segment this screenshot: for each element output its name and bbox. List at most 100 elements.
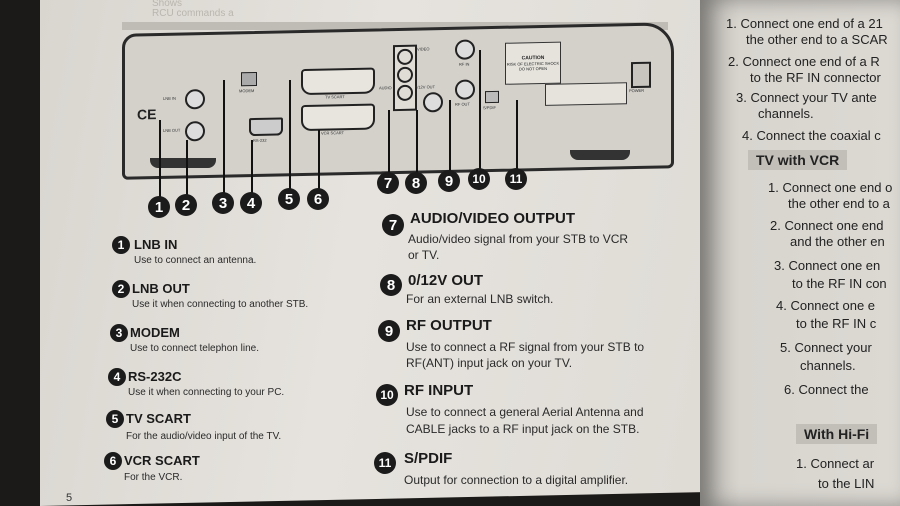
audio-panel-label: AUDIO xyxy=(379,85,392,91)
item-title-vcr-scart: VCR SCART xyxy=(124,453,200,468)
diagram-badge-6: 6 xyxy=(307,188,329,210)
diagram-badge-10: 10 xyxy=(468,168,490,190)
caution-label-icon: CAUTION RISK OF ELECTRIC SHOCK DO NOT OP… xyxy=(505,41,561,85)
power-spec-label xyxy=(545,82,627,106)
leader-line-6 xyxy=(318,130,320,190)
12v-out-panel-label: 0/12V OUT xyxy=(415,84,436,90)
spdif-panel-label: S/PDIF xyxy=(483,104,496,111)
device-foot-left xyxy=(150,158,216,168)
item-badge-2: 2 xyxy=(112,280,130,298)
item-title-lnb-in: LNB IN xyxy=(134,237,178,252)
rs232-port-icon xyxy=(249,117,283,137)
manual-right-page xyxy=(700,0,900,506)
12v-out-port-icon xyxy=(423,92,443,113)
power-panel-label: POWER xyxy=(629,87,645,94)
rp-vcr-line-10: channels. xyxy=(800,358,856,373)
item-desc-vcr-scart: For the VCR. xyxy=(124,472,183,483)
leader-line-7 xyxy=(388,110,390,176)
item-desc-rf-output-1: Use to connect a RF signal from your STB… xyxy=(406,340,645,354)
leader-line-3 xyxy=(223,80,225,194)
power-switch-icon xyxy=(631,61,651,89)
item-desc-tv-scart: For the audio/video input of the TV. xyxy=(126,431,282,442)
rp-vcr-line-11: 6. Connect the xyxy=(784,382,869,397)
item-desc-modem: Use to connect telephon line. xyxy=(130,343,259,354)
rp-vcr-line-4: and the other en xyxy=(790,234,885,249)
modem-port-icon xyxy=(241,71,257,87)
diagram-badge-2: 2 xyxy=(175,194,197,216)
item-title-lnb-out: LNB OUT xyxy=(132,281,190,296)
rp-vcr-line-5: 3. Connect one en xyxy=(774,258,881,273)
leader-line-2 xyxy=(186,140,188,196)
lnb-in-port-icon xyxy=(185,89,205,110)
vcr-scart-panel-label: VCR SCART xyxy=(321,130,345,136)
rp-vcr-line-6: to the RF IN con xyxy=(792,276,887,291)
item-title-rs232c: RS-232C xyxy=(128,369,182,384)
rp-vcr-line-3: 2. Connect one end xyxy=(770,218,884,233)
device-foot-right xyxy=(570,150,630,160)
faded-top-text-1: Shows xyxy=(152,0,183,9)
lnb-out-port-icon xyxy=(185,121,205,142)
rf-in-port-icon xyxy=(455,39,475,60)
leader-line-8 xyxy=(416,110,418,174)
spdif-port-icon xyxy=(485,90,499,104)
item-desc-av-output-2: or TV. xyxy=(408,248,440,262)
vcr-scart-port-icon xyxy=(301,103,375,132)
rf-out-panel-label: RF OUT xyxy=(455,101,470,107)
diagram-badge-5: 5 xyxy=(278,188,300,210)
item-desc-rf-output-2: RF(ANT) input jack on your TV. xyxy=(406,356,573,370)
item-desc-12v-out: For an external LNB switch. xyxy=(406,292,554,306)
item-desc-spdif: Output for connection to a digital ampli… xyxy=(404,473,629,487)
rp-section-tv-vcr: TV with VCR xyxy=(748,150,848,170)
rf-out-port-icon xyxy=(455,79,475,100)
diagram-badge-4: 4 xyxy=(240,192,262,214)
item-title-tv-scart: TV SCART xyxy=(126,411,191,426)
item-desc-rf-input-1: Use to connect a general Aerial Antenna … xyxy=(406,405,644,419)
rp-vcr-line-7: 4. Connect one e xyxy=(776,298,876,313)
leader-line-10 xyxy=(479,50,481,172)
leader-line-9 xyxy=(449,100,451,174)
lnb-out-panel-label: LNB OUT xyxy=(163,127,181,133)
rp-vcr-line-8: to the RF IN c xyxy=(796,316,877,331)
item-badge-1: 1 xyxy=(112,236,130,254)
diagram-badge-3: 3 xyxy=(212,192,234,214)
device-top-edge xyxy=(122,22,668,30)
item-title-spdif: S/PDIF xyxy=(404,450,453,467)
rs232-panel-label: RS-232 xyxy=(253,137,267,144)
item-title-rf-input: RF INPUT xyxy=(404,382,474,399)
rp-hifi-line-1: 1. Connect ar xyxy=(796,456,875,471)
item-badge-7: 7 xyxy=(382,214,404,236)
item-badge-11: 11 xyxy=(374,452,396,474)
item-badge-3: 3 xyxy=(110,324,128,342)
video-panel-label: VIDEO xyxy=(417,46,430,52)
tv-scart-panel-label: TV SCART xyxy=(325,94,345,100)
item-badge-10: 10 xyxy=(376,384,398,406)
lnb-in-panel-label: LNB IN xyxy=(163,95,176,101)
tv-scart-port-icon xyxy=(301,67,375,96)
item-desc-av-output-1: Audio/video signal from your STB to VCR xyxy=(408,232,629,246)
item-badge-4: 4 xyxy=(108,368,126,386)
rp-top-line-2: the other end to a SCAR xyxy=(746,32,888,47)
rp-section-hifi: With Hi-Fi xyxy=(796,424,878,444)
caution-text: RISK OF ELECTRIC SHOCK DO NOT OPEN xyxy=(506,60,560,72)
leader-line-5 xyxy=(289,80,291,190)
item-badge-8: 8 xyxy=(380,274,402,296)
rp-top-line-4: to the RF IN connector xyxy=(750,70,881,85)
diagram-badge-8: 8 xyxy=(405,172,427,194)
item-desc-rs232c: Use it when connecting to your PC. xyxy=(128,387,285,398)
item-title-rf-output: RF OUTPUT xyxy=(406,317,492,334)
rca-av-output-icon xyxy=(393,44,417,112)
item-desc-lnb-out: Use it when connecting to another STB. xyxy=(132,299,309,310)
item-desc-rf-input-2: CABLE jacks to a RF input jack on the ST… xyxy=(406,422,640,436)
item-badge-9: 9 xyxy=(378,320,400,342)
diagram-badge-7: 7 xyxy=(377,172,399,194)
item-desc-lnb-in: Use to connect an antenna. xyxy=(134,255,257,266)
rp-top-line-6: channels. xyxy=(758,106,814,121)
item-title-12v-out: 0/12V OUT xyxy=(408,272,484,289)
item-badge-6: 6 xyxy=(104,452,122,470)
rp-top-line-7: 4. Connect the coaxial c xyxy=(742,128,881,143)
rp-top-line-1: 1. Connect one end of a 21 xyxy=(726,16,883,31)
diagram-badge-11: 11 xyxy=(505,168,527,190)
leader-line-4 xyxy=(251,140,253,194)
rp-vcr-line-1: 1. Connect one end o xyxy=(768,180,893,195)
item-title-av-output: AUDIO/VIDEO OUTPUT xyxy=(410,210,576,227)
